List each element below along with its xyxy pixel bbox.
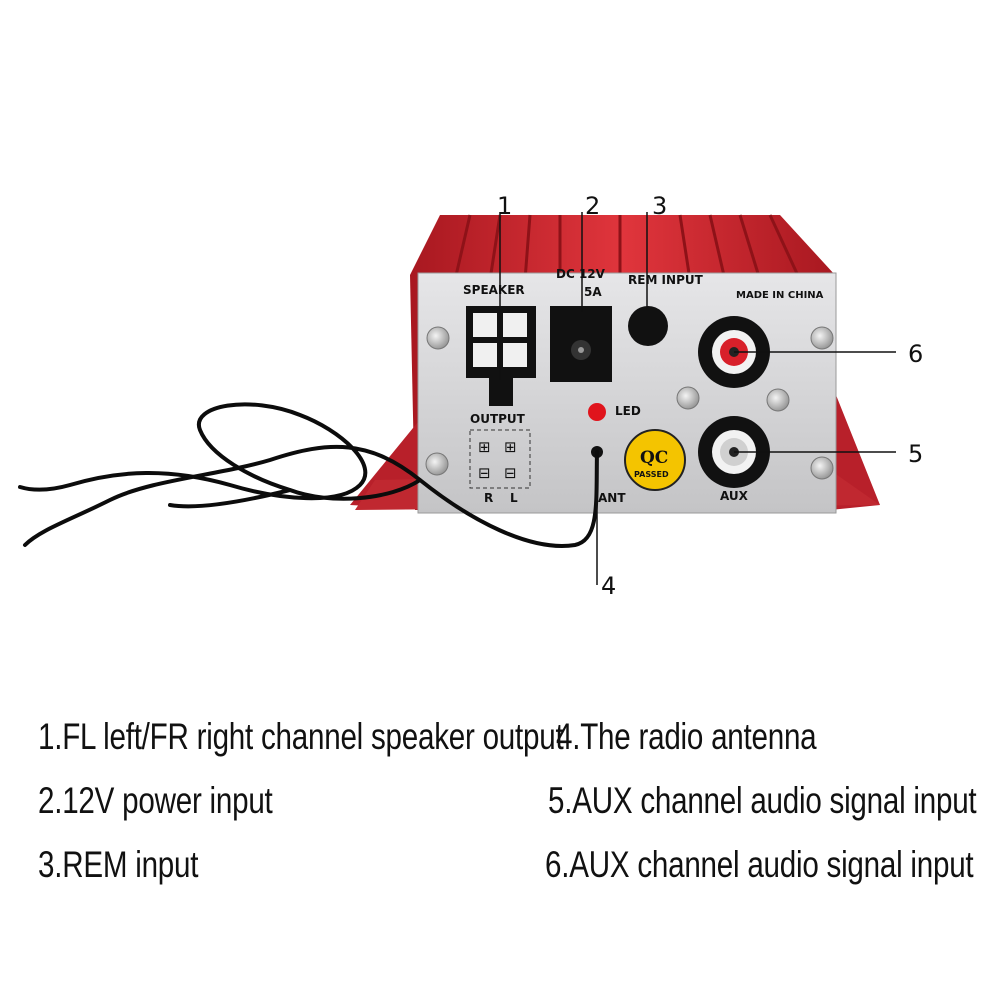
svg-text:⊟: ⊟ (478, 464, 491, 482)
callout-lines (499, 212, 896, 585)
svg-text:⊟: ⊟ (504, 464, 517, 482)
polarity-symbols: ⊞ ⊞ ⊟ ⊟ (478, 438, 517, 482)
right-channel-label: R (484, 491, 493, 505)
callout-6: 6 (908, 340, 923, 368)
svg-text:⊞: ⊞ (504, 438, 517, 456)
callout-2: 2 (585, 192, 600, 220)
rem-input-jack (628, 306, 668, 346)
ant-label: ANT (598, 491, 626, 505)
callout-4: 4 (601, 572, 616, 600)
legend-item-2: 2.12V power input (38, 780, 273, 821)
screw-icons (425, 326, 834, 480)
svg-text:PASSED: PASSED (634, 470, 669, 479)
qc-sticker: QC PASSED (624, 429, 686, 491)
legend-item-4: 4.The radio antenna (556, 716, 817, 757)
legend-item-6: 6.AUX channel audio signal input (545, 844, 974, 885)
led-indicator (588, 403, 606, 421)
rem-input-label: REM INPUT (628, 273, 704, 287)
legend-item-1: 1.FL left/FR right channel speaker outpu… (38, 716, 564, 757)
left-channel-label: L (510, 491, 518, 505)
legend-item-3: 3.REM input (38, 844, 199, 885)
dc-label: DC 12V (556, 267, 606, 281)
led-label: LED (615, 404, 641, 418)
dc-amp-label: 5A (584, 285, 602, 299)
speaker-terminal (466, 306, 536, 406)
svg-text:⊞: ⊞ (478, 438, 491, 456)
aux-label: AUX (720, 489, 749, 503)
output-label: OUTPUT (470, 412, 526, 426)
amplifier-photo: SPEAKER OUTPUT ⊞ ⊞ ⊟ ⊟ R L DC 12V 5A REM I… (18, 192, 923, 600)
dc-power-jack (550, 306, 612, 382)
callout-1: 1 (497, 192, 512, 220)
callout-5: 5 (908, 440, 923, 468)
output-polarity-box (469, 429, 531, 489)
legend-item-5: 5.AUX channel audio signal input (548, 780, 977, 821)
speaker-label: SPEAKER (463, 283, 525, 297)
svg-text:QC: QC (640, 448, 668, 468)
callout-3: 3 (652, 192, 667, 220)
made-in-label: MADE IN CHINA (736, 290, 824, 301)
antenna-wire (18, 402, 599, 548)
